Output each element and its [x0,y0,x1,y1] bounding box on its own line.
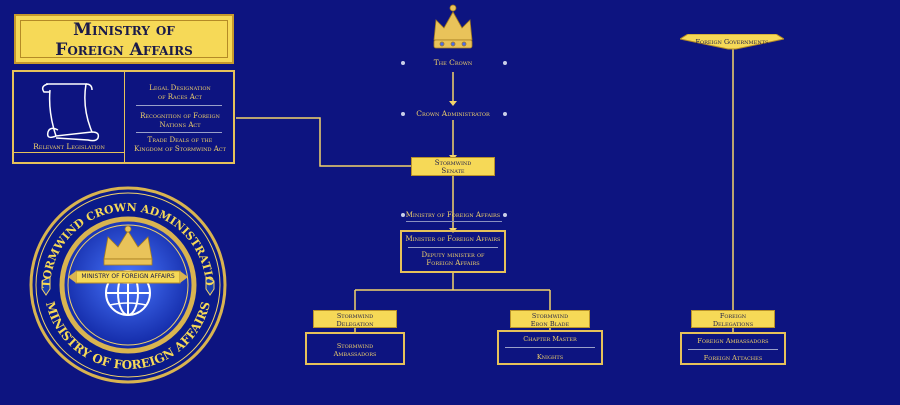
scroll-icon [36,78,106,144]
node-foreign-governments: Foreign Governments [695,38,769,46]
node-foreign-ambassadors: Foreign Ambassadors [697,337,769,345]
node-ministry-heading: Ministry of Foreign Affairs [405,211,501,219]
node-chapter-master: Chapter Master [523,335,577,343]
ministry-seal: STORMWIND CROWN ADMINISTRATIONMINISTRY O… [28,185,228,385]
node-foreign-governments-box: Foreign Governments [680,34,784,50]
node-foreign-box: Foreign Ambassadors Foreign Attaches [680,332,786,365]
node-the-crown: The Crown [433,58,473,67]
title-plaque: Ministry of Foreign Affairs [14,14,234,64]
node-knights: Knights [536,353,564,361]
node-ebon-box: Chapter Master Knights [497,330,603,365]
seal-banner: MINISTRY OF FOREIGN AFFAIRS [81,273,175,280]
title-line-2: Foreign Affairs [55,40,193,60]
crown-icon [428,4,478,54]
node-minister: Minister of Foreign Affairs [405,235,501,243]
legislation-caption: Relevant Legislation [33,142,105,151]
node-minister-box: Minister of Foreign Affairs Deputy minis… [400,230,506,273]
node-foreign-attaches: Foreign Attaches [703,354,763,362]
title-line-1: Ministry of [73,20,175,40]
node-crown-administrator: Crown Administrator [416,109,490,118]
